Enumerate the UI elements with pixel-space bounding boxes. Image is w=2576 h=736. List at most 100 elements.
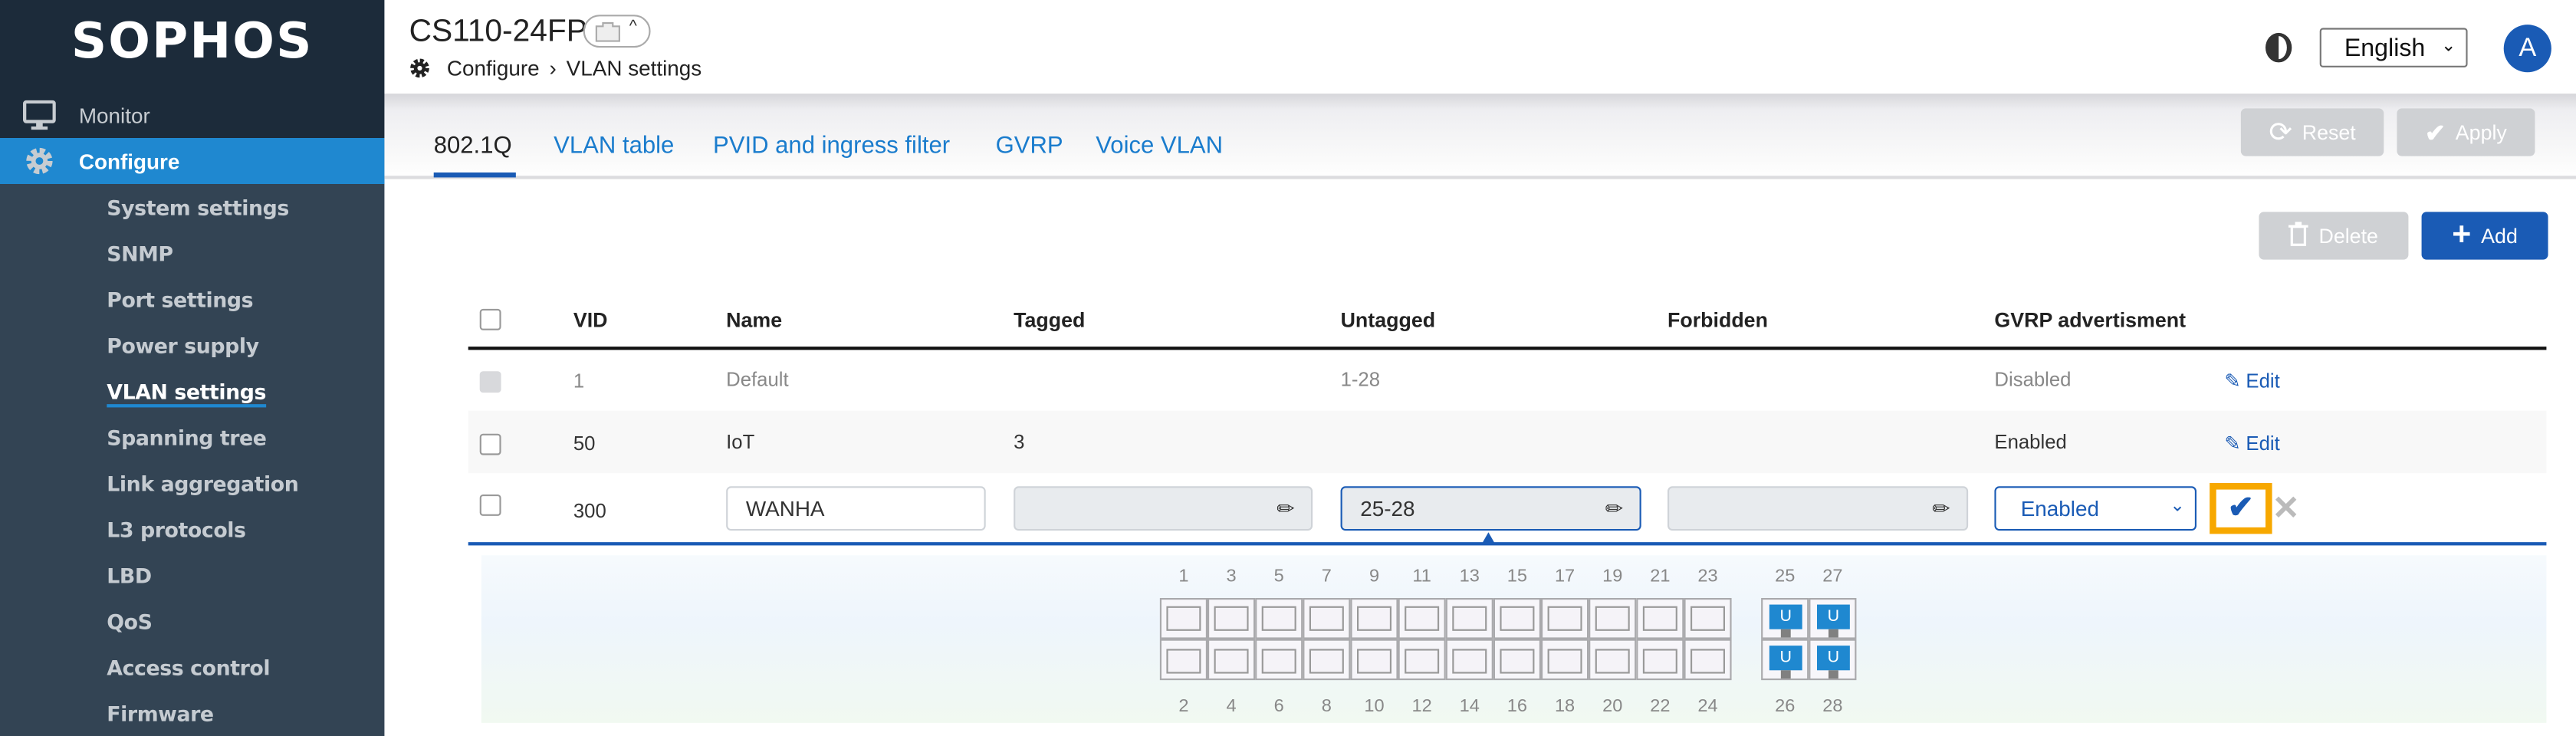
edit-button[interactable]: ✎Edit bbox=[2224, 370, 2280, 393]
port-25[interactable]: U bbox=[1761, 598, 1809, 639]
row-checkbox[interactable] bbox=[479, 433, 501, 455]
chevron-up-icon: ^ bbox=[629, 18, 637, 37]
apply-button[interactable]: ✔Apply bbox=[2397, 108, 2535, 156]
delete-button[interactable]: Delete bbox=[2259, 212, 2409, 260]
forbidden-input[interactable]: ✏ bbox=[1668, 486, 1969, 531]
sidebar-item[interactable]: Spanning tree bbox=[107, 426, 267, 451]
language-value: English bbox=[2344, 33, 2426, 62]
add-button[interactable]: +Add bbox=[2421, 212, 2548, 260]
port-number: 15 bbox=[1506, 567, 1528, 586]
edit-button[interactable]: ✎Edit bbox=[2224, 432, 2280, 455]
port-18[interactable] bbox=[1540, 639, 1589, 681]
port-16[interactable] bbox=[1493, 639, 1541, 681]
untagged-input[interactable]: 25-28✏ bbox=[1340, 486, 1641, 531]
rj45-port-icon bbox=[1691, 606, 1725, 631]
save-row-button[interactable]: ✔ bbox=[2210, 483, 2272, 534]
port-3[interactable] bbox=[1208, 598, 1256, 639]
port-24[interactable] bbox=[1684, 639, 1732, 681]
tab-gvrp[interactable]: GVRP bbox=[995, 133, 1063, 159]
gvrp-select[interactable]: Enabled⌄ bbox=[1994, 486, 2196, 531]
col-tagged[interactable]: Tagged bbox=[1014, 308, 1086, 332]
row-checkbox[interactable] bbox=[479, 495, 501, 516]
sidebar-item[interactable]: Link aggregation bbox=[107, 472, 299, 497]
trash-icon bbox=[2288, 221, 2309, 251]
tab-pvid-ingress[interactable]: PVID and ingress filter bbox=[713, 133, 951, 159]
port-22[interactable] bbox=[1636, 639, 1684, 681]
port-10[interactable] bbox=[1350, 639, 1398, 681]
port-8[interactable] bbox=[1303, 639, 1351, 681]
contrast-icon[interactable] bbox=[2264, 31, 2294, 64]
port-11[interactable] bbox=[1398, 598, 1446, 639]
col-vid[interactable]: VID bbox=[573, 308, 608, 332]
port-number: 17 bbox=[1554, 567, 1576, 586]
col-untagged[interactable]: Untagged bbox=[1340, 308, 1436, 332]
name-input[interactable]: WANHA bbox=[726, 486, 986, 531]
vid: 1 bbox=[573, 370, 585, 393]
col-name[interactable]: Name bbox=[726, 308, 783, 332]
port-21[interactable] bbox=[1636, 598, 1684, 639]
device-switcher-button[interactable]: ^ bbox=[583, 15, 651, 48]
check-icon: ✔ bbox=[2424, 119, 2446, 147]
port-7[interactable] bbox=[1303, 598, 1351, 639]
port-9[interactable] bbox=[1350, 598, 1398, 639]
port-number: 28 bbox=[1822, 696, 1843, 717]
tab-802-1q[interactable]: 802.1Q bbox=[433, 133, 512, 159]
tab-bar bbox=[384, 94, 2576, 179]
port-1[interactable] bbox=[1159, 598, 1208, 639]
rj45-port-icon bbox=[1261, 606, 1296, 631]
port-number: 23 bbox=[1697, 567, 1718, 586]
port-28[interactable]: U bbox=[1809, 639, 1857, 681]
port-14[interactable] bbox=[1445, 639, 1493, 681]
sidebar-item[interactable]: LBD bbox=[107, 564, 152, 589]
port-number: 21 bbox=[1650, 567, 1671, 586]
rj45-port-icon bbox=[1357, 606, 1392, 631]
rj45-port-icon bbox=[1500, 606, 1535, 631]
nav-monitor[interactable]: Monitor bbox=[0, 92, 385, 138]
active-tab-indicator bbox=[433, 172, 516, 178]
sidebar-item[interactable]: Firmware bbox=[107, 702, 214, 727]
port-13[interactable] bbox=[1445, 598, 1493, 639]
sidebar-item[interactable]: VLAN settings bbox=[107, 380, 267, 408]
nav-configure[interactable]: Configure bbox=[0, 138, 385, 184]
tab-vlan-table[interactable]: VLAN table bbox=[554, 133, 675, 159]
reset-button[interactable]: ⟳Reset bbox=[2240, 108, 2384, 156]
breadcrumb-section[interactable]: Configure bbox=[446, 55, 540, 80]
port-23[interactable] bbox=[1684, 598, 1732, 639]
sidebar-item[interactable]: Access control bbox=[107, 656, 271, 681]
sidebar-item[interactable]: SNMP bbox=[107, 242, 173, 267]
port-19[interactable] bbox=[1589, 598, 1637, 639]
port-17[interactable] bbox=[1540, 598, 1589, 639]
port-20[interactable] bbox=[1589, 639, 1637, 681]
port-12[interactable] bbox=[1398, 639, 1446, 681]
cancel-row-button[interactable]: ✕ bbox=[2272, 491, 2300, 527]
tab-voice-vlan[interactable]: Voice VLAN bbox=[1096, 133, 1224, 159]
col-gvrp[interactable]: GVRP advertisment bbox=[1994, 308, 2187, 332]
plus-icon: + bbox=[2452, 216, 2472, 253]
col-forbidden[interactable]: Forbidden bbox=[1668, 308, 1768, 332]
port-5[interactable] bbox=[1255, 598, 1303, 639]
port-2[interactable] bbox=[1159, 639, 1208, 681]
tagged: 3 bbox=[1014, 430, 1025, 454]
rj45-port-icon bbox=[1452, 649, 1487, 674]
user-avatar[interactable]: A bbox=[2503, 25, 2551, 73]
sidebar-item[interactable]: L3 protocols bbox=[107, 518, 246, 543]
sidebar-item[interactable]: Port settings bbox=[107, 288, 254, 313]
tagged-input[interactable]: ✏ bbox=[1014, 486, 1313, 531]
sidebar-item[interactable]: System settings bbox=[107, 195, 289, 221]
port-number: 24 bbox=[1697, 696, 1718, 717]
table-row: 50 IoT 3 Enabled ✎Edit bbox=[468, 410, 2547, 474]
sidebar-item[interactable]: Power supply bbox=[107, 334, 259, 359]
port-number: 27 bbox=[1822, 567, 1843, 586]
sidebar-item[interactable]: QoS bbox=[107, 610, 153, 635]
port-4[interactable] bbox=[1208, 639, 1256, 681]
port-26[interactable]: U bbox=[1761, 639, 1809, 681]
port-15[interactable] bbox=[1493, 598, 1541, 639]
rj45-port-icon bbox=[1309, 606, 1344, 631]
rj45-port-icon bbox=[1547, 649, 1582, 674]
select-all-checkbox[interactable] bbox=[479, 308, 501, 330]
monitor-icon bbox=[21, 100, 58, 130]
language-select[interactable]: English ⌄ bbox=[2319, 28, 2468, 67]
port-27[interactable]: U bbox=[1809, 598, 1857, 639]
sidebar: SOPHOS Monitor Configure System settings… bbox=[0, 0, 385, 736]
port-6[interactable] bbox=[1255, 639, 1303, 681]
